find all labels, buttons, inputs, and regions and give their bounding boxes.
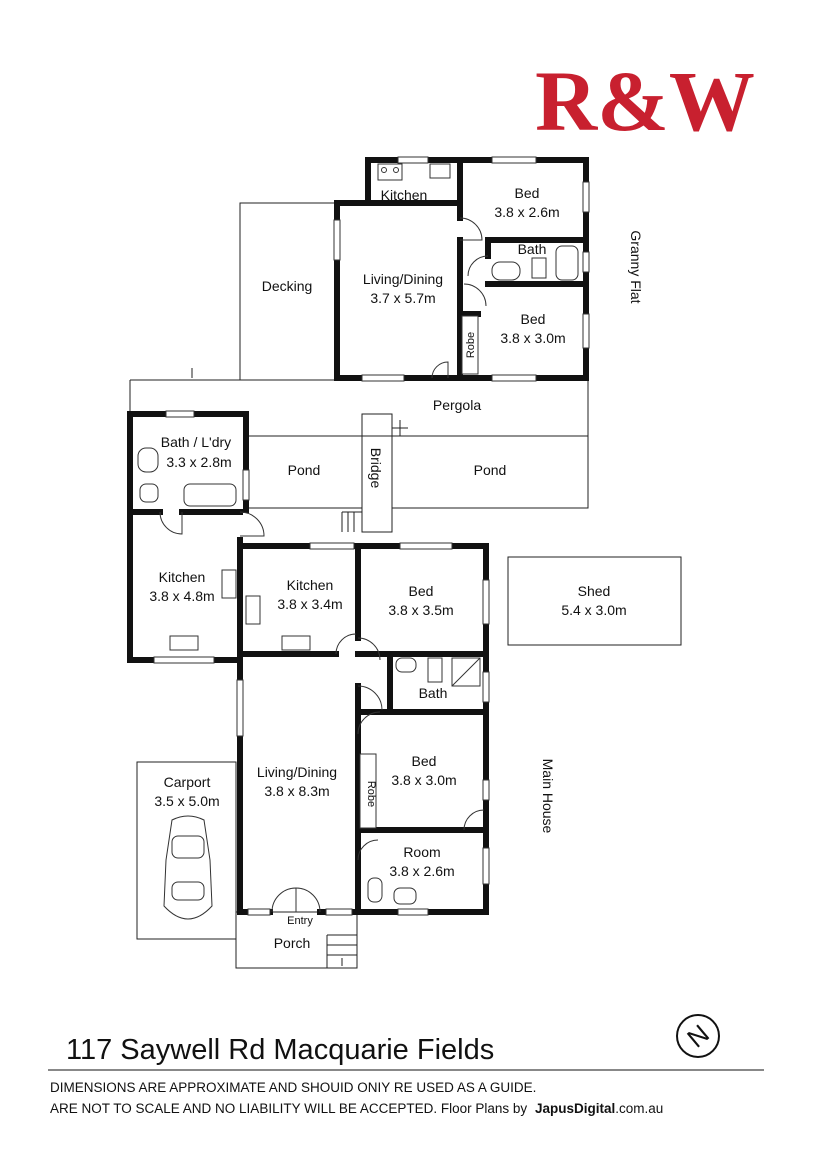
kitchen-b-name: Kitchen: [287, 577, 334, 593]
fixtures: [137, 163, 579, 920]
carport-outline: [136, 761, 237, 940]
mh-living-name: Living/Dining: [257, 764, 337, 780]
gf-kitchen-label: Kitchen: [381, 187, 428, 203]
bath-laundry-name: Bath / L'dry: [161, 434, 231, 450]
disclaimer-line2-text: ARE NOT TO SCALE AND NO LIABILITY WILL B…: [50, 1101, 527, 1116]
main-house-label: Main House: [540, 759, 556, 834]
entry-label: Entry: [287, 915, 313, 927]
gf-living-name: Living/Dining: [363, 271, 443, 287]
mh-bed1-size: 3.8 x 3.5m: [388, 602, 453, 618]
pergola-label: Pergola: [433, 397, 481, 413]
granny-flat-label: Granny Flat: [628, 230, 644, 303]
kitchen-a-name: Kitchen: [159, 569, 206, 585]
bath-laundry-size: 3.3 x 2.8m: [166, 454, 231, 470]
gf-bed1-size: 3.8 x 2.6m: [494, 204, 559, 220]
room-size: 3.8 x 2.6m: [389, 863, 454, 879]
porch-label: Porch: [274, 935, 311, 951]
gf-bed2-size: 3.8 x 3.0m: [500, 330, 565, 346]
car-icon: [163, 815, 213, 920]
carport-name: Carport: [164, 774, 211, 790]
mh-bed2-size: 3.8 x 3.0m: [391, 772, 456, 788]
pond-right-label: Pond: [474, 462, 507, 478]
door-swings: [159, 217, 489, 913]
gf-bath-label: Bath: [518, 241, 547, 257]
gf-bed2-name: Bed: [521, 311, 546, 327]
granny-flat-walls: [334, 157, 589, 381]
mh-robe-label: Robe: [365, 781, 377, 807]
mh-bed2-name: Bed: [412, 753, 437, 769]
mh-living-size: 3.8 x 8.3m: [264, 783, 329, 799]
bridge-outline: [361, 413, 393, 533]
windows: [153, 156, 590, 916]
shed-outline: [507, 556, 682, 646]
property-address: 117 Saywell Rd Macquarie Fields: [66, 1034, 494, 1066]
pergola-outline: [130, 379, 589, 436]
mh-bath-label: Bath: [419, 685, 448, 701]
carport-size: 3.5 x 5.0m: [154, 793, 219, 809]
gf-robe-label: Robe: [465, 332, 477, 358]
shed-name: Shed: [578, 583, 611, 599]
north-compass: N: [676, 1014, 720, 1058]
decking-label: Decking: [262, 278, 313, 294]
room-name: Room: [403, 844, 440, 860]
mh-bed1-name: Bed: [409, 583, 434, 599]
credit-brand: JapusDigital: [535, 1101, 615, 1116]
pond-left-label: Pond: [288, 462, 321, 478]
gf-bed1-name: Bed: [515, 185, 540, 201]
bridge-label: Bridge: [368, 448, 384, 489]
brand-logo: R&W: [535, 53, 755, 149]
gf-living-size: 3.7 x 5.7m: [370, 290, 435, 306]
kitchen-a-size: 3.8 x 4.8m: [149, 588, 214, 604]
shed-size: 5.4 x 3.0m: [561, 602, 626, 618]
disclaimer-line1: DIMENSIONS ARE APPROXIMATE AND SHOUID ON…: [50, 1080, 536, 1095]
kitchen-b-size: 3.8 x 3.4m: [277, 596, 342, 612]
credit-domain: .com.au: [615, 1101, 663, 1116]
disclaimer-line2: ARE NOT TO SCALE AND NO LIABILITY WILL B…: [50, 1101, 663, 1116]
